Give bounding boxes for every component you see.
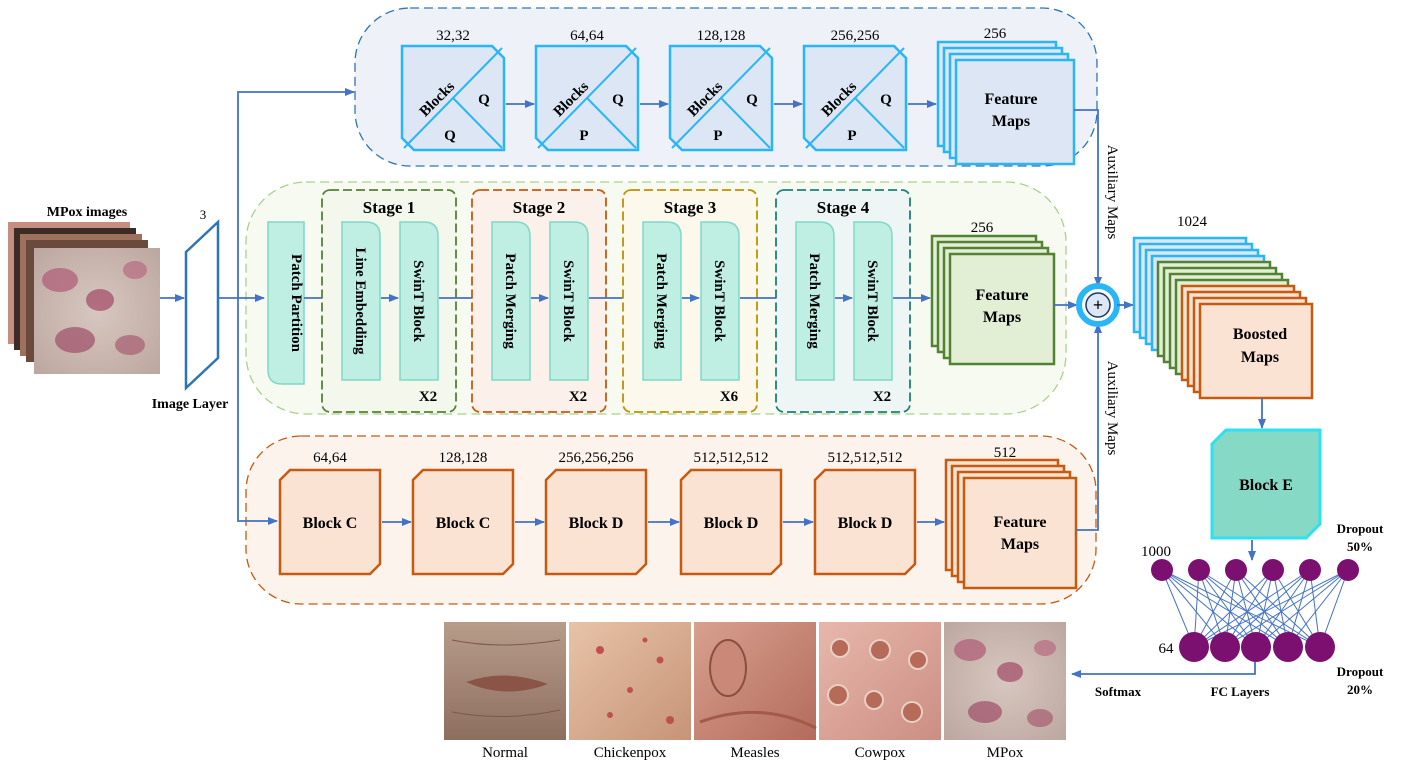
dropout-top-2: 50% — [1347, 539, 1373, 554]
top-block-right: Q — [612, 92, 624, 108]
bottom-block-size: 512,512,512 — [828, 450, 903, 466]
middle-feature-count: 256 — [971, 220, 994, 236]
stage-title: Stage 4 — [817, 198, 870, 217]
aux-maps-label-top: Auxiliary Maps — [1104, 145, 1120, 240]
fc-neuron-top — [1299, 559, 1321, 581]
fc-neuron-bottom — [1241, 632, 1271, 662]
top-block-bottom: P — [847, 128, 856, 144]
fc-neuron-bottom — [1273, 632, 1303, 662]
stage-block-left-label: Patch Merging — [502, 253, 518, 349]
stage-repeat: X6 — [720, 389, 739, 405]
fc-neuron-bottom — [1179, 632, 1209, 662]
fc-neuron-top — [1151, 559, 1173, 581]
top-branch-blocks: 32,32BlocksQQ64,64BlocksQP128,128BlocksQ… — [402, 28, 936, 150]
bottom-block-size: 128,128 — [439, 450, 488, 466]
image-layer — [186, 222, 218, 388]
stage-repeat: X2 — [569, 389, 587, 405]
aux-maps-label-bottom: Auxiliary Maps — [1104, 361, 1120, 456]
fc-neuron-bottom — [1210, 632, 1240, 662]
top-block-right: Q — [746, 92, 758, 108]
top-feature-count: 256 — [984, 26, 1007, 42]
class-label-normal: Normal — [482, 745, 528, 761]
dropout-top-1: Dropout — [1337, 521, 1384, 536]
fc-neuron-top — [1262, 559, 1284, 581]
stage-block-left-label: Line Embedding — [352, 247, 368, 355]
image-layer-channels: 3 — [200, 207, 207, 222]
top-block-right: Q — [880, 92, 892, 108]
fc-neuron-bottom — [1305, 632, 1335, 662]
arrow-fc-to-output — [1072, 662, 1255, 674]
stage-block-left-label: Patch Merging — [653, 253, 669, 349]
top-block-bottom: P — [579, 128, 588, 144]
dropout-bottom-2: 20% — [1347, 682, 1373, 697]
fusion-plus-symbol: + — [1093, 295, 1103, 315]
bottom-block-name: Block D — [704, 515, 759, 532]
stage-repeat: X2 — [419, 389, 437, 405]
bottom-block-name: Block C — [436, 515, 491, 532]
top-feature-label-2: Maps — [992, 113, 1030, 130]
class-label-chickenpox: Chickenpox — [594, 745, 667, 761]
boosted-label-2: Maps — [1241, 349, 1279, 366]
bottom-block-name: Block D — [838, 515, 893, 532]
fc-layers-label: FC Layers — [1211, 684, 1270, 699]
fc-network — [1151, 559, 1359, 662]
fc-neuron-top — [1225, 559, 1247, 581]
stage-title: Stage 3 — [664, 198, 716, 217]
input-title: MPox images — [47, 205, 128, 220]
output-image-chickenpox — [569, 622, 691, 740]
bottom-block-name: Block C — [303, 515, 358, 532]
output-image-normal — [444, 622, 566, 740]
stage-4: Stage 4 X2 Patch Merging SwinT Block — [776, 190, 930, 412]
output-image-cowpox — [819, 622, 941, 740]
block-e-label: Block E — [1239, 477, 1293, 494]
top-block-bottom: P — [713, 128, 722, 144]
fc-top-count: 1000 — [1141, 544, 1171, 560]
stage-block-right-label: SwinT Block — [864, 260, 880, 342]
boosted-label-1: Boosted — [1233, 326, 1287, 343]
softmax-label: Softmax — [1095, 684, 1142, 699]
output-image-mpox — [944, 622, 1066, 740]
stage-block-right-label: SwinT Block — [560, 260, 576, 342]
bottom-block-size: 256,256,256 — [559, 450, 635, 466]
fc-bottom-count: 64 — [1159, 641, 1175, 657]
bottom-block-size: 64,64 — [313, 450, 347, 466]
fc-neuron-top — [1337, 559, 1359, 581]
bottom-feature-count: 512 — [994, 445, 1017, 461]
middle-feature-label-1: Feature — [975, 287, 1028, 304]
bottom-feature-label-2: Maps — [1001, 536, 1039, 553]
stage-title: Stage 1 — [363, 198, 415, 217]
output-image-measles — [694, 622, 816, 740]
input-image-stack — [8, 222, 160, 374]
stage-title: Stage 2 — [513, 198, 565, 217]
class-label-mpox: MPox — [987, 745, 1024, 761]
fc-neuron-top — [1188, 559, 1210, 581]
bottom-block-name: Block D — [569, 515, 624, 532]
stage-block-right-label: SwinT Block — [711, 260, 727, 342]
top-block-size: 256,256 — [831, 28, 880, 44]
stage-block-left-label: Patch Merging — [806, 253, 822, 349]
top-block-right: Q — [478, 92, 490, 108]
class-label-cowpox: Cowpox — [855, 745, 906, 761]
patch-partition-label: Patch Partition — [288, 254, 304, 353]
bottom-block-size: 512,512,512 — [694, 450, 769, 466]
top-block-size: 128,128 — [697, 28, 746, 44]
boosted-maps-stack — [1134, 238, 1312, 398]
image-layer-label: Image Layer — [152, 397, 229, 412]
top-block-size: 64,64 — [570, 28, 604, 44]
boosted-count: 1024 — [1177, 214, 1208, 230]
stage-block-right-label: SwinT Block — [410, 260, 426, 342]
middle-feature-label-2: Maps — [983, 309, 1021, 326]
class-label-measles: Measles — [730, 745, 779, 761]
top-feature-label-1: Feature — [984, 91, 1037, 108]
dropout-bottom-1: Dropout — [1337, 664, 1384, 679]
bottom-feature-label-1: Feature — [993, 514, 1046, 531]
top-block-size: 32,32 — [436, 28, 470, 44]
stage-repeat: X2 — [873, 389, 891, 405]
top-block-bottom: Q — [444, 128, 456, 144]
